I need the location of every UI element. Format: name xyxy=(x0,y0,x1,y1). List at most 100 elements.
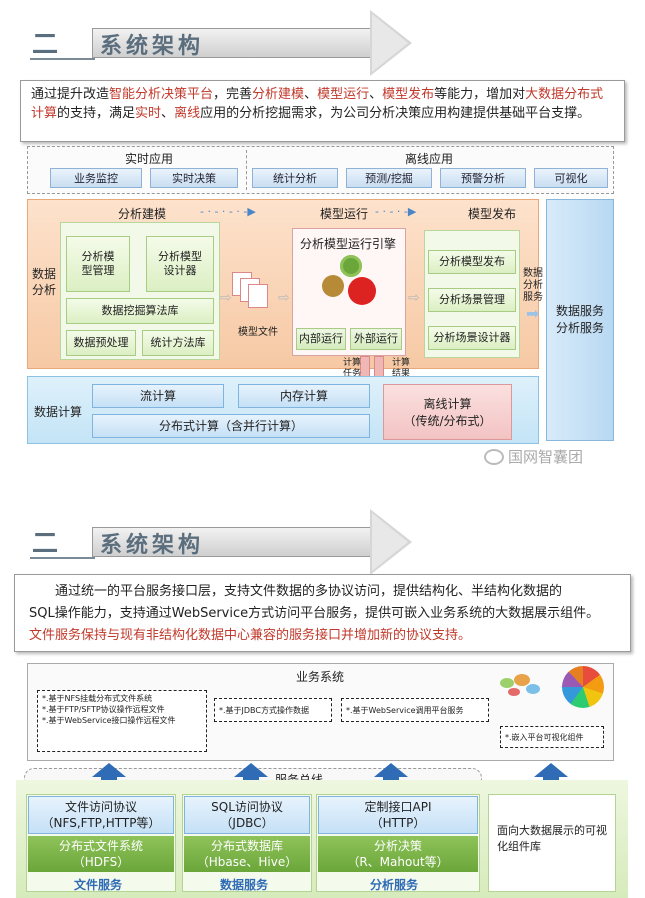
offline-item-stat: 统计分析 xyxy=(252,168,338,188)
note-file-protocols: *.基于NFS挂载分布式文件系统 *.基于FTP/SFTP协议操作远程文件 *.… xyxy=(37,690,207,752)
offline-item-alert: 预警分析 xyxy=(440,168,526,188)
offline-compute-sub: （传统/分布式） xyxy=(403,414,492,428)
section2-description: 通过统一的平台服务接口层，支持文件数据的多协议访问，提供结构化、半结构化数据的 … xyxy=(14,574,631,652)
note-webservice: *.基于WebService调用平台服务 xyxy=(341,698,489,722)
file-service-label: 文件服务 xyxy=(74,878,123,892)
desc-highlight: 模型发布 xyxy=(382,87,435,102)
viz-thumbnail-map-icon xyxy=(496,672,550,702)
section1-description: 通过提升改造智能分析决策平台，完善分析建模、模型运行、模型发布等能力，增加对大数… xyxy=(20,80,625,142)
desc-line-2: SQL操作能力，支持通过WebService方式访问平台服务，提供可嵌入业务系统… xyxy=(29,606,600,621)
model-file-label: 模型文件 xyxy=(238,327,278,338)
section1-number: 二 xyxy=(32,30,59,60)
desc-highlight: 离线 xyxy=(174,106,201,121)
file-protocol-sub: （NFS,FTP,HTTP等） xyxy=(41,816,161,830)
hdfs-sub: （HDFS） xyxy=(72,855,130,869)
desc-text: 等能力，增加对 xyxy=(434,87,526,102)
service-arrow: ➡ xyxy=(526,304,540,323)
running-title: 模型运行 xyxy=(320,207,369,221)
note-jdbc: *.基于JDBC方式操作数据 xyxy=(214,698,332,722)
gear-icon xyxy=(320,255,390,310)
viz-thumbnail-pie-icon xyxy=(562,666,604,708)
offline-compute-title: 离线计算 xyxy=(423,397,472,411)
section1-banner: 二 系统架构 xyxy=(0,10,645,76)
offline-item-predict: 预测/挖掘 xyxy=(346,168,432,188)
desc-line-3: 文件服务保持与现有非结构化数据中心兼容的服务接口并增加新的协议支持。 xyxy=(29,628,472,643)
model-file-icons xyxy=(232,272,282,312)
section2-title: 系统架构 xyxy=(100,532,205,558)
analysis-service-label2: 分析服务 xyxy=(370,878,419,892)
analysis-service-label: 数据分析服务 xyxy=(523,268,543,303)
note-embed: *.嵌入平台可视化组件 xyxy=(500,726,604,748)
file-protocol-box: 文件访问协议 （NFS,FTP,HTTP等） xyxy=(28,796,174,834)
result-label: 计算结果 xyxy=(392,358,411,379)
publish-item-1: 分析场景管理 xyxy=(428,288,516,312)
model-designer-box: 分析模型设计器 xyxy=(146,236,214,292)
analysis-decision-box: 分析决策 （R、Mahout等） xyxy=(318,836,478,872)
banner-underline xyxy=(30,557,95,559)
banner-underline xyxy=(30,58,95,60)
desc-text: 、 xyxy=(161,106,175,121)
task-label: 计算任务 xyxy=(343,358,362,379)
analysis-side-label: 数据分析 xyxy=(32,267,57,297)
offline-item-viz: 可视化 xyxy=(534,168,608,188)
model-file-arrow-right: ⇨ xyxy=(278,290,290,306)
compute-side-label: 数据计算 xyxy=(34,405,83,419)
banner-arrow-tip-inner xyxy=(372,513,408,571)
distributed-compute-box: 分布式计算（含并行计算） xyxy=(92,414,370,438)
preprocess-box: 数据预处理 xyxy=(66,330,136,356)
section2-number: 二 xyxy=(32,529,59,559)
desc-text: 应用的分析挖掘需求，为公司分析决策应用构建提供基础平台支撑。 xyxy=(200,106,591,121)
desc-highlight: 大数据分布式计算 xyxy=(31,87,604,121)
note-line: *.基于WebService接口操作远程文件 xyxy=(42,716,176,725)
internal-run-box: 内部运行 xyxy=(296,328,346,350)
section1-title: 系统架构 xyxy=(100,33,205,59)
external-run-box: 外部运行 xyxy=(350,328,402,350)
offline-compute-box: 离线计算 （传统/分布式） xyxy=(383,384,512,440)
desc-text: 的支持，满足 xyxy=(57,106,136,121)
desc-line-1: 通过统一的平台服务接口层，支持文件数据的多协议访问，提供结构化、半结构化数据的 xyxy=(55,584,563,599)
sql-protocol-box: SQL访问协议 （JDBC） xyxy=(184,796,310,834)
analysis-decision-title: 分析决策 xyxy=(373,839,422,853)
model-manage-box: 分析模型管理 xyxy=(66,236,130,292)
desc-text: 、 xyxy=(304,87,318,102)
right-service-text: 数据服务分析服务 xyxy=(555,304,604,335)
memory-compute-box: 内存计算 xyxy=(238,384,370,408)
mining-algo-box: 数据挖掘算法库 xyxy=(66,298,214,324)
section2-banner: 二 系统架构 xyxy=(0,509,645,575)
api-protocol-title: 定制接口API xyxy=(364,800,432,814)
wechat-icon xyxy=(484,448,504,465)
desc-highlight: 智能分析决策平台 xyxy=(109,87,214,102)
realtime-item-monitor: 业务监控 xyxy=(50,168,142,188)
banner-arrow-body xyxy=(92,28,372,58)
viz-lib-box: 面向大数据展示的可视化组件库 xyxy=(488,794,616,892)
sql-protocol-sub: （JDBC） xyxy=(220,816,274,830)
viz-lib-text: 面向大数据展示的可视化组件库 xyxy=(497,824,607,853)
analysis-decision-sub: （R、Mahout等） xyxy=(347,855,449,869)
api-protocol-box: 定制接口API （HTTP） xyxy=(318,796,478,834)
publish-item-2: 分析场景设计器 xyxy=(428,326,516,350)
desc-text: 、 xyxy=(369,87,383,102)
distributed-db-title: 分布式数据库 xyxy=(210,839,283,853)
desc-text: 通过提升改造 xyxy=(31,87,110,102)
offline-app-title: 离线应用 xyxy=(405,152,454,166)
desc-highlight: 分析建模 xyxy=(252,87,305,102)
modeling-title: 分析建模 xyxy=(118,207,167,221)
desc-highlight: 实时 xyxy=(135,106,162,121)
model-file-arrow-left: ⇨ xyxy=(220,290,232,306)
right-service-column: 数据服务分析服务 xyxy=(546,199,614,441)
flow-arrow-2: - · - · -▶ xyxy=(375,205,417,218)
business-system-title: 业务系统 xyxy=(296,670,345,684)
watermark: 国网智囊团 xyxy=(484,446,583,467)
sql-protocol-title: SQL访问协议 xyxy=(211,800,283,814)
hdfs-title: 分布式文件系统 xyxy=(58,839,143,853)
realtime-app-title: 实时应用 xyxy=(125,152,174,166)
stream-compute-box: 流计算 xyxy=(92,384,224,408)
publish-item-0: 分析模型发布 xyxy=(428,250,516,274)
app-divider xyxy=(246,150,247,190)
stat-lib-box: 统计方法库 xyxy=(142,330,214,356)
realtime-item-decision: 实时决策 xyxy=(150,168,238,188)
distributed-db-sub: （Hbase、Hive） xyxy=(196,855,298,869)
api-protocol-sub: （HTTP） xyxy=(370,816,426,830)
watermark-text: 国网智囊团 xyxy=(508,448,584,466)
hdfs-box: 分布式文件系统 （HDFS） xyxy=(28,836,174,872)
